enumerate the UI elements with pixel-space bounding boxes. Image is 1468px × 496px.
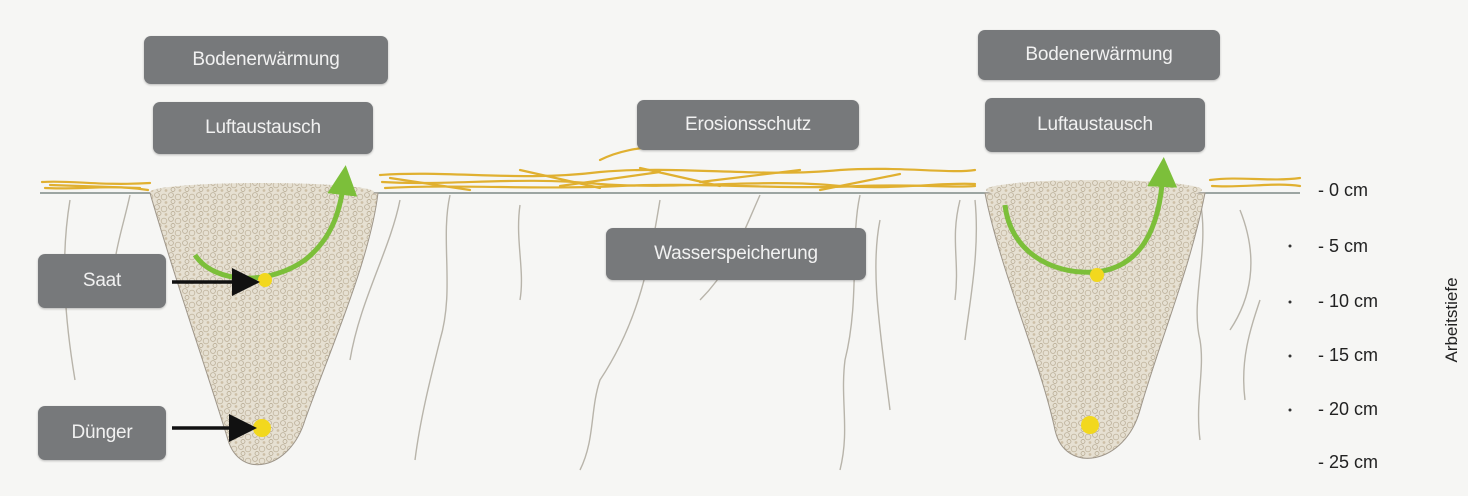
depth-label-20: - 20 cm [1318, 399, 1378, 420]
soil-warming-label-right: Bodenerwärmung [978, 30, 1220, 80]
erosion-protection-label: Erosionsschutz [637, 100, 859, 150]
depth-label-0: - 0 cm [1318, 180, 1368, 201]
air-exchange-label-right: Luftaustausch [985, 98, 1205, 152]
seed-label: Saat [38, 254, 166, 308]
fertilizer-dot-right [1081, 416, 1099, 434]
fertilizer-dot-left [253, 419, 271, 437]
seed-dot-left [258, 273, 272, 287]
seed-dot-right [1090, 268, 1104, 282]
water-storage-label: Wasserspeicherung [606, 228, 866, 280]
soil-warming-label-left: Bodenerwärmung [144, 36, 388, 84]
depth-label-15: - 15 cm [1318, 345, 1378, 366]
depth-label-25: - 25 cm [1318, 452, 1378, 473]
depth-tick-marks [1289, 245, 1292, 412]
fertilizer-label: Dünger [38, 406, 166, 460]
air-exchange-label-left: Luftaustausch [153, 102, 373, 154]
pebble-cap-right [986, 180, 1202, 200]
depth-axis-title: Arbeitstiefe [1442, 277, 1462, 362]
depth-label-10: - 10 cm [1318, 291, 1378, 312]
depth-label-5: - 5 cm [1318, 236, 1368, 257]
